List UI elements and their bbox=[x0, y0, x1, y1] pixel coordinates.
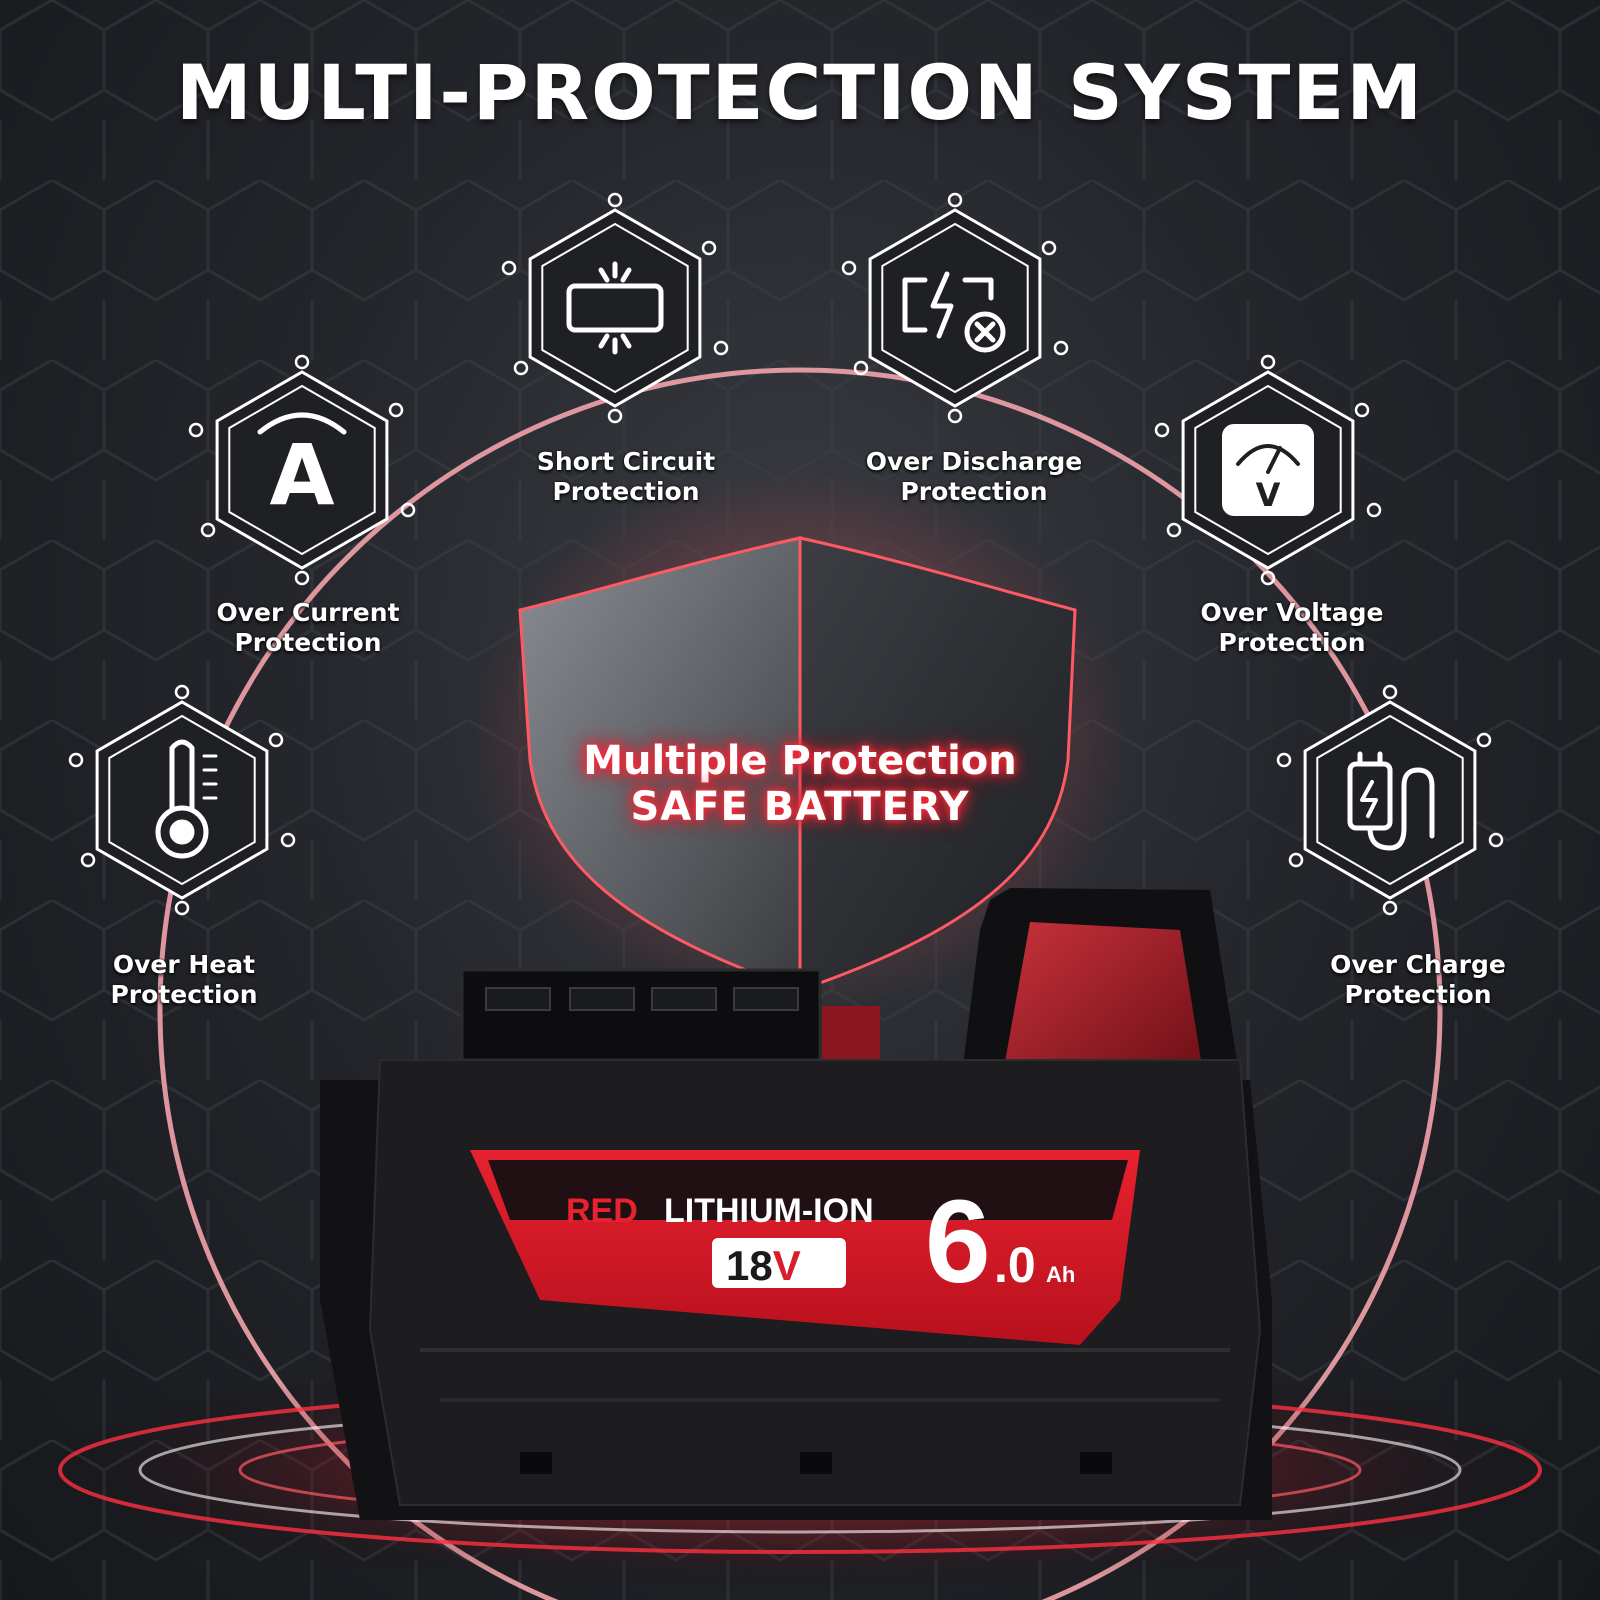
short-circuit-icon bbox=[566, 261, 664, 355]
feature-label-over-discharge: Over Discharge Protection bbox=[865, 447, 1083, 506]
feature-label-short-circuit: Short Circuit Protection bbox=[536, 447, 716, 506]
shield-icon bbox=[518, 536, 1077, 993]
page-title: MULTI-PROTECTION SYSTEM bbox=[176, 48, 1424, 137]
ammeter-icon: A bbox=[257, 412, 347, 524]
feature-badge-1: A bbox=[188, 354, 416, 586]
voltmeter-icon: V bbox=[1222, 424, 1314, 516]
battery-capacity-big: 6 bbox=[925, 1176, 991, 1308]
feature-badge-6 bbox=[1276, 684, 1504, 916]
feature-label-over-voltage: Over Voltage Protection bbox=[1200, 598, 1384, 657]
protection-ring bbox=[157, 367, 1443, 1600]
feature-label-over-current: Over Current Protection bbox=[216, 598, 400, 657]
feature-label-over-charge: Over Charge Protection bbox=[1330, 950, 1506, 1009]
battery-brand-word: RED bbox=[566, 1192, 638, 1230]
feature-label-over-heat: Over Heat Protection bbox=[110, 950, 258, 1009]
thermometer-icon bbox=[155, 739, 218, 859]
battery-discharge-icon bbox=[902, 271, 1006, 353]
battery-voltage-text: 18V bbox=[726, 1242, 801, 1289]
ampere-glyph: A bbox=[269, 426, 334, 524]
feature-badge-4: V bbox=[1154, 354, 1382, 586]
voltage-badge bbox=[712, 1238, 846, 1288]
charger-plug-icon bbox=[1347, 751, 1435, 851]
feature-badge-3 bbox=[841, 192, 1069, 424]
battery-capacity-decimal: .0 bbox=[994, 1237, 1036, 1293]
shield-caption: Multiple Protection SAFE BATTERY bbox=[430, 738, 1170, 830]
volt-glyph: V bbox=[1256, 476, 1281, 514]
battery-capacity-unit: Ah bbox=[1046, 1262, 1075, 1287]
battery-pack: RED LITHIUM-ION 18V 6 .0 Ah bbox=[320, 888, 1272, 1520]
feature-badge-2 bbox=[501, 192, 729, 424]
feature-badge-5 bbox=[68, 684, 296, 916]
battery-type-word: LITHIUM-ION bbox=[664, 1192, 874, 1230]
shield-caption-line1: Multiple Protection bbox=[583, 738, 1017, 784]
shield-caption-line2: SAFE BATTERY bbox=[630, 784, 970, 830]
